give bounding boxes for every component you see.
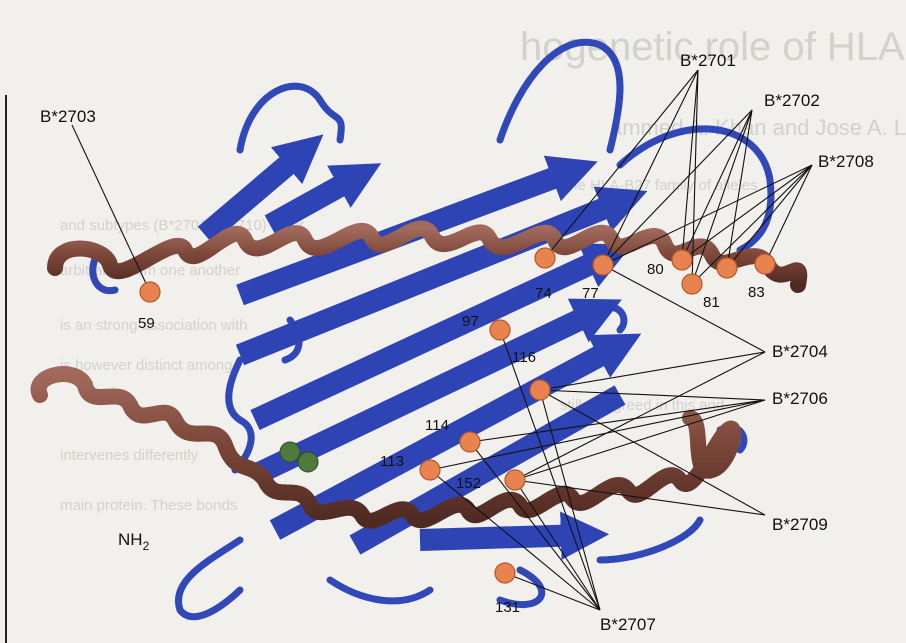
bg-line: main protein. These bonds [60, 497, 237, 514]
n-terminus-subscript: 2 [143, 539, 150, 553]
residue-marker [420, 460, 440, 480]
residue-number: 97 [462, 313, 479, 330]
subtype-label: B*2708 [818, 152, 874, 171]
residue-marker [672, 250, 692, 270]
residue-number: 131 [495, 599, 520, 616]
residue-marker [535, 248, 555, 268]
residue-marker [755, 254, 775, 274]
subtype-label: B*2709 [772, 515, 828, 534]
residue-marker [717, 258, 737, 278]
bg-line: is however distinct among [60, 357, 233, 374]
subtype-label: B*2703 [40, 107, 96, 126]
bg-authors: ammed A. Khan and Jose A. Lopez de Castr… [610, 115, 906, 140]
subtype-label: B*2702 [764, 91, 820, 110]
residue-marker [495, 563, 515, 583]
residue-number: 113 [380, 453, 404, 470]
n-terminus-label: NH2 [118, 530, 150, 553]
residue-marker [460, 432, 480, 452]
residue-number: 81 [703, 294, 720, 311]
residue-marker [140, 282, 160, 302]
residue-marker [593, 255, 613, 275]
subtype-label: B*2707 [600, 615, 656, 634]
residue-number: 83 [748, 284, 765, 301]
residue-number: 80 [647, 261, 664, 278]
residue-number: 77 [582, 285, 599, 302]
subtype-label: B*2706 [772, 389, 828, 408]
residue-number: 152 [456, 475, 481, 492]
residue-marker [682, 274, 702, 294]
residue-number: 59 [138, 315, 155, 332]
subtype-label: B*2701 [680, 51, 736, 70]
residue-number: 114 [425, 417, 449, 434]
residue-marker [530, 380, 550, 400]
subtype-label: B*2704 [772, 342, 828, 361]
residue-number: 116 [512, 349, 536, 366]
n-terminus-text: NH [118, 530, 143, 549]
residue-number: 74 [535, 285, 552, 302]
residue-marker [505, 470, 525, 490]
bg-line: intervenes differently [60, 447, 199, 464]
residue-marker [490, 320, 510, 340]
beta-strand [420, 535, 585, 540]
